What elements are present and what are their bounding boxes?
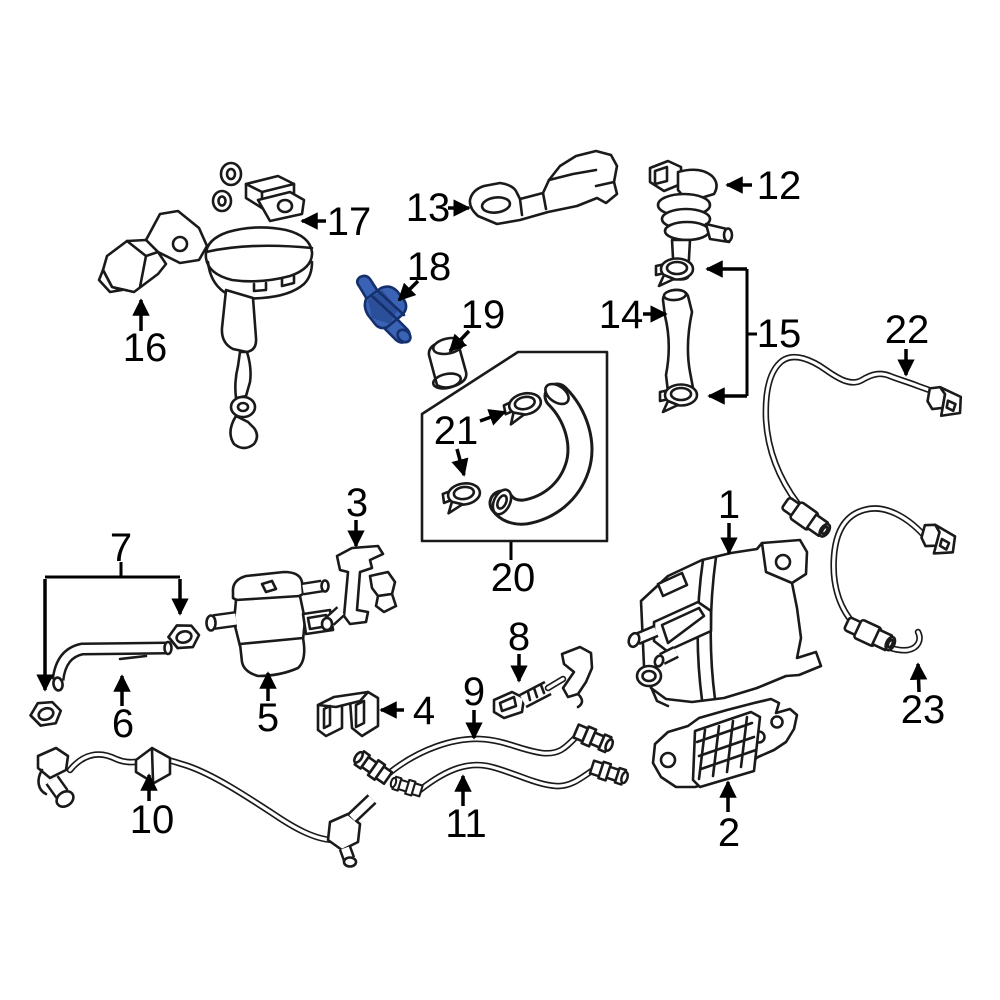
part-10-callout[interactable]: 10	[130, 773, 175, 842]
part-7-label[interactable]: 7	[110, 526, 132, 570]
part-14-drawing[interactable]	[661, 288, 695, 401]
part-1-label[interactable]: 1	[718, 483, 740, 527]
part-15-callout[interactable]: 15	[705, 260, 802, 405]
part-8-label[interactable]: 8	[508, 615, 530, 659]
part-23-label[interactable]: 23	[901, 688, 946, 732]
part-20-drawing[interactable]	[420, 350, 609, 543]
part-4-drawing[interactable]	[316, 690, 380, 738]
part-23-callout[interactable]: 23	[901, 662, 946, 732]
part-15-label[interactable]: 15	[757, 312, 802, 356]
part-2-label[interactable]: 2	[718, 811, 740, 855]
part-19-callout[interactable]: 19	[448, 293, 506, 353]
part-4-callout[interactable]: 4	[379, 689, 435, 733]
part-8-drawing[interactable]	[492, 645, 594, 720]
part-19-drawing[interactable]	[427, 336, 468, 391]
part-17-label[interactable]: 17	[327, 200, 372, 244]
part-23-drawing[interactable]	[830, 505, 960, 656]
part-2-drawing[interactable]	[651, 697, 799, 789]
part-10-label[interactable]: 10	[130, 798, 175, 842]
callouts: 1 2 3 4 5 6 7 8	[36, 164, 946, 855]
part-10-drawing[interactable]	[36, 746, 377, 868]
part-21-label[interactable]: 21	[434, 409, 479, 453]
part-13-drawing[interactable]	[468, 149, 619, 226]
part-13-label[interactable]: 13	[406, 186, 451, 230]
part-21-callout[interactable]: 21	[434, 409, 507, 477]
part-9-drawing[interactable]	[349, 721, 617, 787]
part-5-label[interactable]: 5	[257, 696, 279, 740]
part-6-callout[interactable]: 6	[112, 674, 134, 746]
part-3-label[interactable]: 3	[346, 481, 368, 525]
part-18-label[interactable]: 18	[407, 245, 452, 289]
part-18-drawing[interactable]	[355, 274, 413, 345]
part-19-label[interactable]: 19	[461, 293, 506, 337]
part-22-callout[interactable]: 22	[885, 308, 930, 377]
part-11-label[interactable]: 11	[445, 802, 487, 846]
part-18-callout[interactable]: 18	[397, 245, 452, 302]
part-16-drawing[interactable]	[97, 209, 209, 294]
part-8-callout[interactable]: 8	[508, 615, 530, 683]
part-14-label[interactable]: 14	[599, 293, 644, 337]
part-14-callout[interactable]: 14	[599, 293, 668, 337]
part-17-drawing[interactable]	[204, 161, 314, 450]
part-11-drawing[interactable]	[388, 757, 632, 799]
part-1-callout[interactable]: 1	[718, 483, 740, 555]
part-4-label[interactable]: 4	[413, 689, 435, 733]
part-9-label[interactable]: 9	[463, 670, 485, 714]
part-3-callout[interactable]: 3	[346, 481, 368, 548]
part-16-label[interactable]: 16	[123, 326, 168, 370]
part-5-callout[interactable]: 5	[257, 671, 279, 740]
part-22-label[interactable]: 22	[885, 308, 930, 352]
part-17-callout[interactable]: 17	[300, 200, 372, 244]
part-2-callout[interactable]: 2	[718, 780, 740, 855]
part-3-drawing[interactable]	[320, 544, 398, 632]
part-11-callout[interactable]: 11	[445, 774, 487, 846]
part-9-callout[interactable]: 9	[463, 670, 485, 740]
part-22-drawing[interactable]	[762, 353, 966, 543]
part-12-callout[interactable]: 12	[725, 164, 802, 208]
part-16-callout[interactable]: 16	[123, 298, 168, 370]
part-13-callout[interactable]: 13	[406, 186, 471, 230]
part-20-label[interactable]: 20	[491, 556, 536, 600]
part-12-label[interactable]: 12	[757, 164, 802, 208]
part-6-label[interactable]: 6	[112, 702, 134, 746]
part-7-callout[interactable]: 7	[36, 526, 189, 692]
part-1-drawing[interactable]	[627, 538, 823, 708]
part-20-callout[interactable]: 20	[491, 542, 536, 600]
